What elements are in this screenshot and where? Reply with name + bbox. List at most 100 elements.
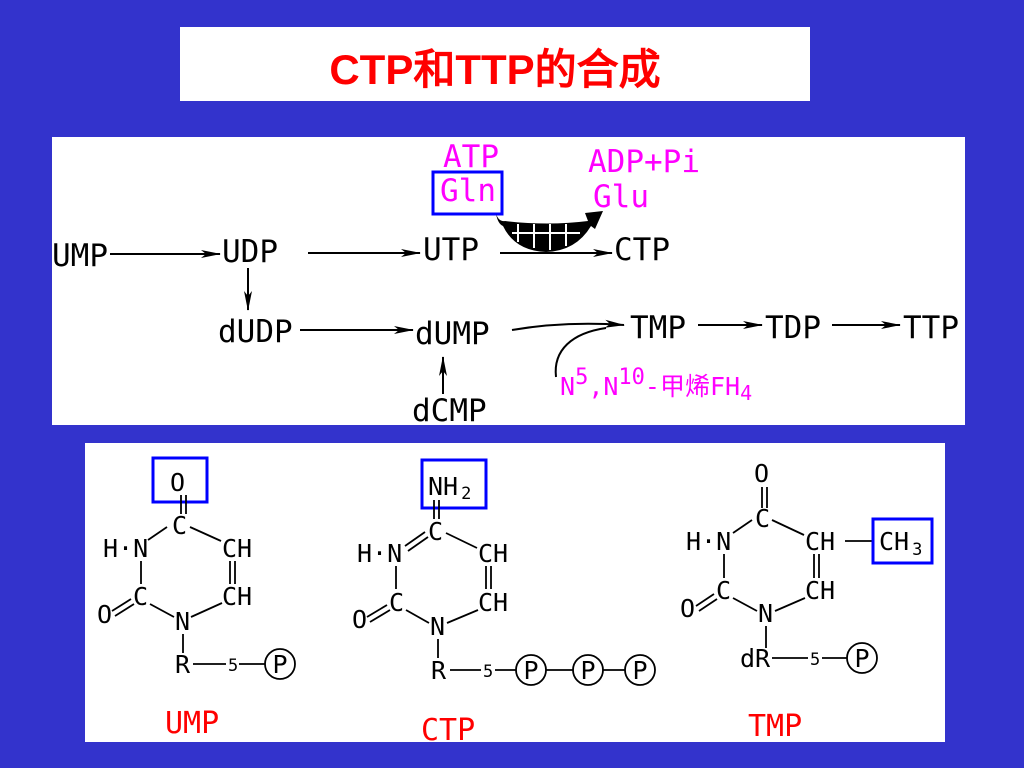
tmp-structure-label: TMP bbox=[748, 709, 802, 744]
double-bond-c5-c6 bbox=[813, 554, 820, 578]
ump-o4-highlight-box bbox=[151, 456, 209, 504]
phosphate-label: P bbox=[580, 656, 595, 685]
phosphate-label: P bbox=[632, 656, 647, 685]
sugar-position-label: 5 bbox=[228, 656, 238, 676]
product-glu: Glu bbox=[593, 179, 649, 215]
bond-line bbox=[369, 609, 391, 623]
structures-panel: O C H·N CH C O CH N bbox=[85, 443, 945, 748]
methyl-donor-tail: -甲烯FH bbox=[645, 372, 740, 401]
node-ttp: TTP bbox=[903, 310, 959, 346]
bond-c4-c5 bbox=[771, 519, 805, 536]
slide-title: CTP和TTP的合成 bbox=[329, 46, 660, 93]
sugar-label: R bbox=[431, 656, 447, 685]
atom-c6: CH bbox=[222, 582, 252, 611]
atom-c2: C bbox=[133, 582, 148, 611]
bond-line bbox=[404, 531, 426, 547]
atom-c6: CH bbox=[805, 576, 835, 605]
methyl-donor-mid: ,N bbox=[588, 372, 618, 401]
ump-structure-label: UMP bbox=[165, 706, 219, 741]
phosphate-label: P bbox=[272, 650, 287, 679]
product-adp-pi: ADP+Pi bbox=[588, 144, 700, 180]
pathway-panel: UMP UDP UTP CTP ATP Gln ADP+Pi Glu dUDP … bbox=[52, 137, 965, 429]
node-tmp: TMP bbox=[630, 310, 686, 346]
double-bond-c4-n3 bbox=[404, 531, 429, 552]
atom-c5: CH bbox=[478, 539, 508, 568]
atom-n3: H·N bbox=[357, 539, 402, 568]
double-bond-c2-o2 bbox=[695, 593, 718, 612]
methyl-group-ch: CH bbox=[879, 527, 909, 556]
double-bond-c5-c6 bbox=[229, 561, 236, 584]
atom-c2: C bbox=[389, 588, 404, 617]
node-dump: dUMP bbox=[415, 316, 490, 352]
atom-o2: O bbox=[680, 594, 695, 623]
title-background bbox=[180, 27, 810, 101]
methyl-donor-superscript-5: 5 bbox=[575, 365, 588, 390]
phosphate-label: P bbox=[854, 644, 869, 673]
bond-n1-c6 bbox=[446, 609, 479, 624]
bond-c4-n3 bbox=[147, 526, 168, 541]
methyl-group-subscript: 3 bbox=[912, 540, 922, 560]
arrow-dump-to-tmp bbox=[511, 319, 625, 331]
bond-c2-n1 bbox=[732, 597, 758, 612]
double-bond-c4-n4 bbox=[433, 500, 440, 519]
atom-n1: N bbox=[430, 612, 445, 641]
atom-c4: C bbox=[428, 517, 443, 546]
double-bond-c4-o4 bbox=[180, 495, 187, 514]
atom-c4: C bbox=[172, 511, 187, 540]
phosphate-circle bbox=[264, 648, 296, 680]
ump-structure: O C H·N CH C O CH N bbox=[97, 456, 296, 741]
bond-n1-c6 bbox=[190, 602, 223, 618]
sugar-position-label: 5 bbox=[810, 650, 820, 670]
phosphate-label: P bbox=[523, 656, 538, 685]
bond-c2-n1 bbox=[149, 603, 175, 618]
methyl-donor-entry-curve bbox=[554, 327, 607, 378]
phosphate-circle-gamma bbox=[624, 654, 656, 686]
node-dcmp: dCMP bbox=[412, 393, 487, 429]
cofactor-gln: Gln bbox=[440, 173, 496, 209]
cofactor-coupling-curved-arrow bbox=[496, 211, 603, 252]
atom-c5: CH bbox=[222, 534, 252, 563]
methyl-donor-superscript-10: 10 bbox=[618, 365, 645, 390]
double-bond-c4-o4 bbox=[761, 487, 768, 508]
amino-group-nh: NH bbox=[428, 472, 458, 501]
atom-c2: C bbox=[716, 576, 731, 605]
bond-line bbox=[698, 598, 718, 612]
node-utp: UTP bbox=[423, 232, 479, 268]
bond-n1-c6 bbox=[774, 597, 806, 612]
tmp-methyl-highlight-box bbox=[871, 517, 934, 565]
ctp-structure-label: CTP bbox=[421, 713, 475, 748]
node-ctp: CTP bbox=[614, 232, 670, 268]
node-dudp: dUDP bbox=[218, 314, 293, 350]
sugar-position-label: 5 bbox=[483, 662, 493, 682]
bond-line bbox=[695, 593, 715, 607]
double-bond-c2-o2 bbox=[111, 598, 135, 617]
bond-c4-c5 bbox=[445, 532, 478, 549]
pathway-panel-background bbox=[52, 137, 965, 425]
node-ump: UMP bbox=[52, 238, 108, 274]
sugar-label: dR bbox=[740, 644, 771, 673]
atom-c6: CH bbox=[478, 588, 508, 617]
methyl-donor-label: N5,N10-甲烯FH4 bbox=[560, 365, 752, 405]
atom-c4: C bbox=[755, 504, 770, 533]
gln-highlight-box bbox=[431, 170, 504, 216]
ctp-nh2-highlight-box bbox=[420, 458, 488, 510]
bond-c2-n1 bbox=[405, 609, 430, 624]
node-tdp: TDP bbox=[765, 310, 821, 346]
double-bond-c2-o2 bbox=[366, 604, 391, 623]
bond-c4-c5 bbox=[189, 526, 222, 542]
atom-n3: H·N bbox=[686, 527, 731, 556]
atom-n3: H·N bbox=[103, 534, 148, 563]
bond-line bbox=[407, 536, 429, 552]
sugar-label: R bbox=[175, 650, 191, 679]
methyl-donor-subscript-4: 4 bbox=[740, 381, 752, 405]
title-box: CTP和TTP的合成 bbox=[180, 27, 810, 101]
bond-c4-n3 bbox=[732, 519, 753, 534]
phosphate-circle bbox=[846, 642, 878, 674]
atom-o2: O bbox=[97, 600, 112, 629]
atom-o4: O bbox=[754, 459, 769, 488]
bond-line bbox=[111, 598, 132, 612]
